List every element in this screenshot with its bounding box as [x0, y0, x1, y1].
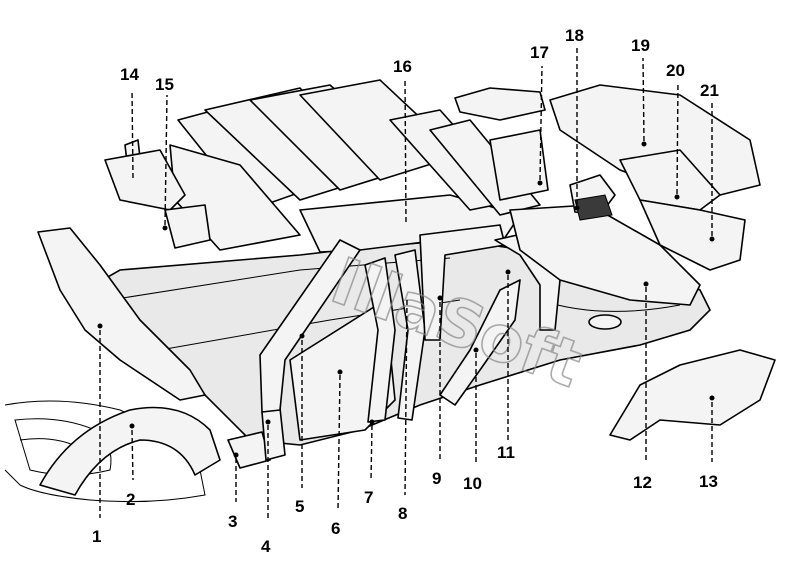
- part-trunk-floor: [509, 204, 701, 306]
- callout-1: 1: [92, 527, 101, 546]
- callout-8: 8: [398, 504, 407, 523]
- callout-20: 20: [666, 61, 685, 80]
- part-rear-pad: [609, 349, 776, 441]
- part-speaker-cover: [569, 174, 616, 221]
- callout-21: 21: [700, 81, 719, 100]
- callout-5: 5: [295, 497, 304, 516]
- callout-16: 16: [393, 57, 412, 76]
- callout-12: 12: [633, 473, 652, 492]
- part-shelf-bracket: [454, 87, 549, 201]
- part-center-frame: [419, 224, 506, 341]
- callouts: 1 2 3 4 5 6 7 8 9 10 11 12 13 14 15 16 1…: [92, 26, 719, 556]
- callout-3: 3: [228, 512, 237, 531]
- leader-lines: [99, 48, 713, 520]
- callout-2: 2: [126, 490, 135, 509]
- callout-17: 17: [530, 43, 549, 62]
- part-trunk-lid-liner: [549, 84, 761, 201]
- callout-9: 9: [432, 469, 441, 488]
- callout-7: 7: [364, 488, 373, 507]
- callout-4: 4: [261, 537, 271, 556]
- callout-15: 15: [155, 75, 174, 94]
- callout-19: 19: [631, 36, 650, 55]
- part-side-pad: [104, 149, 211, 249]
- part-front-pad: [37, 227, 206, 401]
- part-b-pillar: [364, 249, 426, 425]
- callout-18: 18: [565, 26, 584, 45]
- part-rear-corner-pad: [639, 199, 746, 271]
- callout-6: 6: [331, 519, 340, 538]
- part-wheel-arch-liner: [39, 406, 221, 496]
- part-a-pillar: [259, 239, 361, 413]
- callout-14: 14: [120, 65, 139, 84]
- callout-10: 10: [463, 474, 482, 493]
- callout-11: 11: [497, 443, 515, 462]
- part-rear-sill: [439, 279, 521, 406]
- part-trunk-side-trim: [619, 149, 721, 211]
- callout-13: 13: [699, 472, 718, 491]
